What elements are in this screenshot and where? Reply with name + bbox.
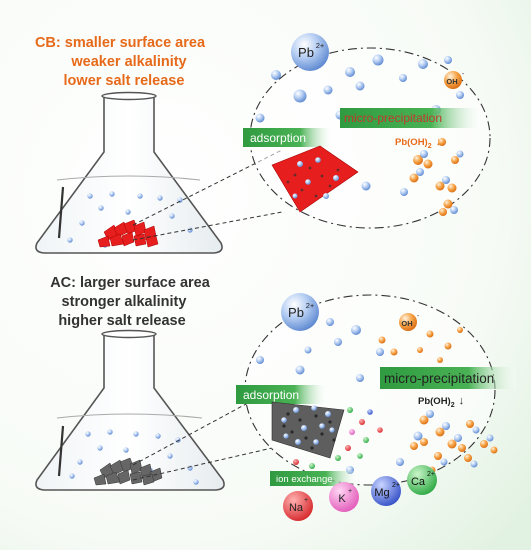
bottom-micro-text: micro-precipitation: [384, 371, 494, 386]
bottom-oh-ion: OH -: [399, 313, 420, 331]
salt-ion-mg-charge: 2+: [392, 482, 400, 489]
salt-ion-mg-symbol: Mg: [374, 487, 389, 499]
bottom-oh-small-ions: [378, 327, 463, 363]
svg-text:Pb(OH)2↓: Pb(OH)2 ↓: [418, 395, 464, 409]
bottom-adsorption-text: adsorption: [243, 388, 299, 402]
bottom-flask: [35, 329, 225, 491]
salt-ion-ca: Ca 2+: [407, 465, 437, 495]
top-heading-line-3: lower salt release: [64, 73, 185, 89]
bottom-flask-bubbles: [69, 429, 199, 485]
bottom-micro-label: micro-precipitation: [380, 367, 516, 389]
bottom-pb-ion: Pb 2+: [281, 293, 319, 331]
bottom-flask-adsorbent: [93, 457, 163, 486]
salt-ion-mg: Mg 2+: [371, 476, 401, 506]
top-micro-text: micro-precipitation: [344, 111, 442, 125]
top-heading-line-1: CB: smaller surface area: [35, 35, 206, 51]
salt-ion-na-symbol: Na: [289, 502, 304, 514]
bottom-ion-exchange-text: ion exchange: [276, 474, 333, 485]
bottom-oh-symbol: OH: [401, 319, 412, 328]
bottom-heading-line-3: higher salt release: [58, 313, 185, 329]
bottom-pb-charge: 2+: [306, 301, 315, 310]
top-adsorption-label: adsorption: [243, 128, 331, 147]
top-flask-bubbles: [67, 191, 193, 248]
salt-ion-k: K +: [329, 482, 359, 512]
salt-ion-na-charge: +: [304, 497, 308, 504]
salt-ion-ca-charge: 2+: [427, 471, 435, 478]
top-adsorption-text: adsorption: [250, 131, 306, 145]
salt-ion-k-charge: +: [348, 488, 352, 495]
top-oh-ion: OH -: [444, 71, 465, 89]
salt-ion-k-symbol: K: [338, 493, 346, 505]
bottom-panel: AC: larger surface area stronger alkalin…: [35, 275, 516, 521]
top-pb-ion: Pb 2+: [291, 33, 329, 71]
bottom-adsorption-label: adsorption: [236, 385, 326, 404]
bottom-pboh-sub: 2: [451, 402, 455, 409]
bottom-pboh-text: Pb(OH): [418, 396, 451, 407]
bottom-heading-line-2: stronger alkalinity: [62, 294, 187, 310]
bottom-pb-symbol: Pb: [288, 305, 304, 320]
top-pboh-sub: 2: [428, 143, 432, 150]
top-precipitate-clusters: [409, 138, 464, 216]
bottom-pboh-arrow: ↓: [459, 395, 465, 407]
salt-ion-ca-symbol: Ca: [411, 476, 426, 488]
top-oh-charge: -: [462, 71, 465, 78]
bottom-released-ions: [293, 407, 383, 469]
bottom-heading-line-1: AC: larger surface area: [50, 275, 211, 291]
top-pb-charge: 2+: [316, 41, 325, 50]
top-oh-symbol: OH: [446, 77, 457, 86]
top-heading-line-2: weaker alkalinity: [70, 54, 186, 70]
bottom-oh-charge: -: [417, 313, 420, 320]
top-flask-adsorbent: [97, 219, 159, 248]
top-flask: [35, 91, 223, 254]
top-adsorbent-sheet: [271, 145, 359, 213]
top-micro-label: micro-precipitation: [340, 108, 480, 128]
salt-ion-na: Na +: [283, 491, 313, 521]
top-pb-symbol: Pb: [298, 45, 314, 60]
bottom-adsorbent-sheet: [271, 401, 345, 459]
bottom-pboh-label: Pb(OH)2 ↓: [418, 395, 464, 409]
bottom-ion-exchange-label: ion exchange: [270, 471, 356, 486]
top-pboh-text: Pb(OH): [395, 137, 428, 148]
top-panel: CB: smaller surface area weaker alkalini…: [35, 33, 491, 254]
